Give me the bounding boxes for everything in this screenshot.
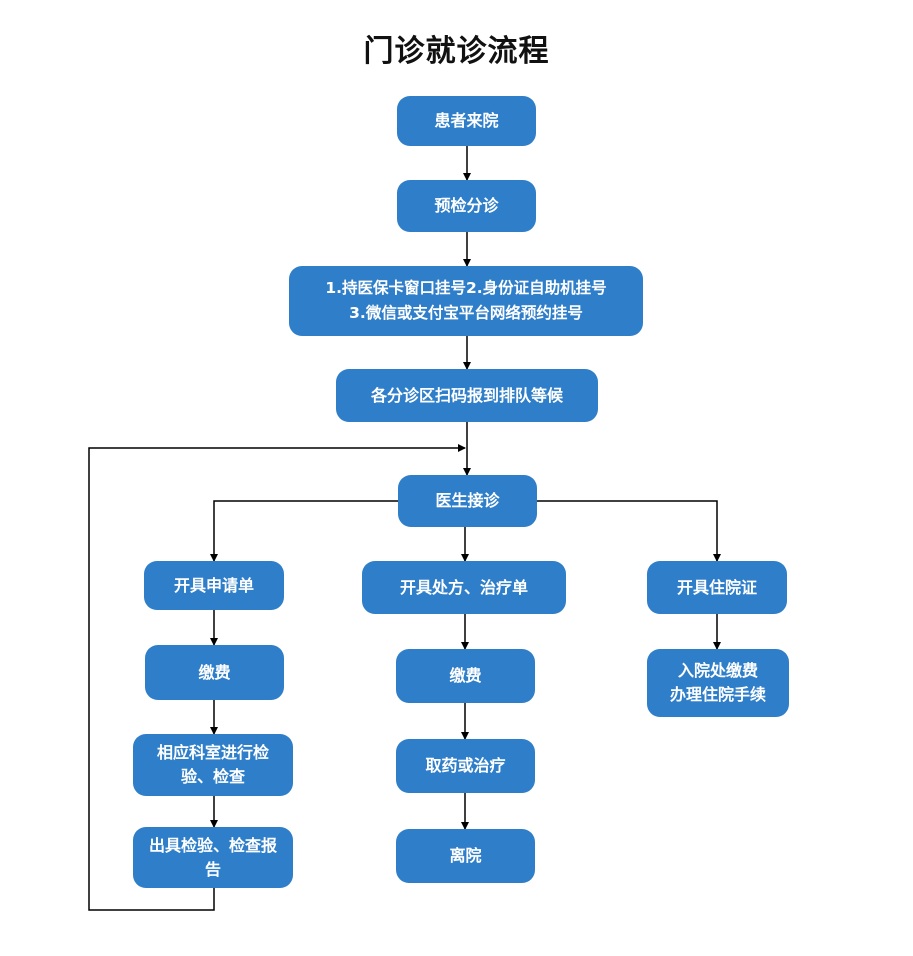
node-patient-arrive: 患者来院: [397, 96, 536, 146]
arrow-doctor-right: [537, 500, 721, 562]
node-left-pay: 缴费: [145, 645, 284, 700]
node-left-request: 开具申请单: [144, 561, 284, 610]
node-right-admission: 入院处缴费 办理住院手续: [647, 649, 789, 717]
node-middle-leave: 离院: [396, 829, 535, 883]
arrow-doctor-left: [210, 500, 398, 562]
node-triage: 预检分诊: [397, 180, 536, 232]
node-middle-medicine: 取药或治疗: [396, 739, 535, 793]
node-middle-pay: 缴费: [396, 649, 535, 703]
node-left-exam: 相应科室进行检 验、检查: [133, 734, 293, 796]
node-registration: 1.持医保卡窗口挂号2.身份证自助机挂号 3.微信或支付宝平台网络预约挂号: [289, 266, 643, 336]
node-middle-prescription: 开具处方、治疗单: [362, 561, 566, 614]
node-doctor: 医生接诊: [398, 475, 537, 527]
page-title: 门诊就诊流程: [363, 34, 550, 69]
arrow-report-loop-back: [88, 444, 466, 911]
node-left-report: 出具检验、检查报 告: [133, 827, 293, 888]
node-queue: 各分诊区扫码报到排队等候: [336, 369, 598, 422]
node-right-admission-cert: 开具住院证: [647, 561, 787, 614]
